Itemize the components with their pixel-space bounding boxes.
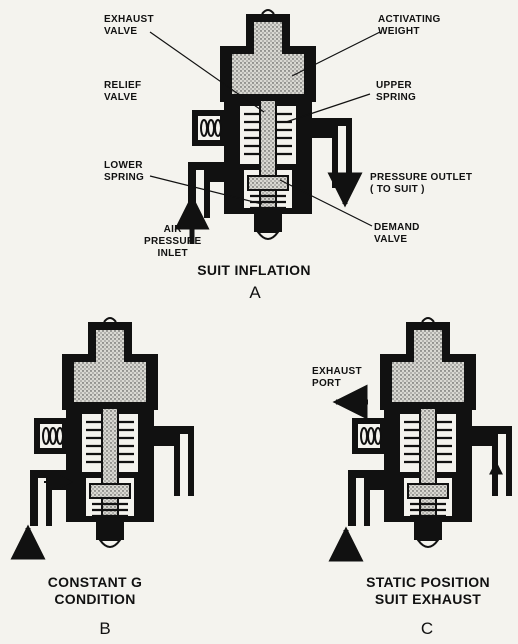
label-air-pressure-inlet: AIR PRESSURE INLET — [144, 224, 202, 259]
letter-a: A — [249, 283, 261, 302]
panel-b-valve — [10, 316, 196, 560]
caption-b: CONSTANT G CONDITION — [47, 574, 143, 607]
label-lower-spring: LOWER SPRING — [104, 160, 145, 183]
panel-a-valve — [149, 8, 381, 244]
caption-c: STATIC POSITION SUIT EXHAUST — [366, 574, 490, 607]
label-exhaust-valve: EXHAUST VALVE — [104, 14, 154, 37]
label-relief-valve: RELIEF VALVE — [104, 80, 142, 103]
label-upper-spring: UPPER SPRING — [376, 80, 417, 103]
letter-b: B — [99, 619, 111, 638]
label-demand-valve: DEMAND VALVE — [374, 222, 420, 245]
label-pressure-outlet: PRESSURE OUTLET ( TO SUIT ) — [370, 172, 473, 195]
label-exhaust-port: EXHAUST PORT — [312, 366, 362, 389]
letter-c: C — [420, 619, 434, 638]
caption-a: SUIT INFLATION — [197, 262, 311, 278]
panel-c-valve — [328, 316, 514, 562]
label-activating-weight: ACTIVATING WEIGHT — [378, 14, 441, 37]
